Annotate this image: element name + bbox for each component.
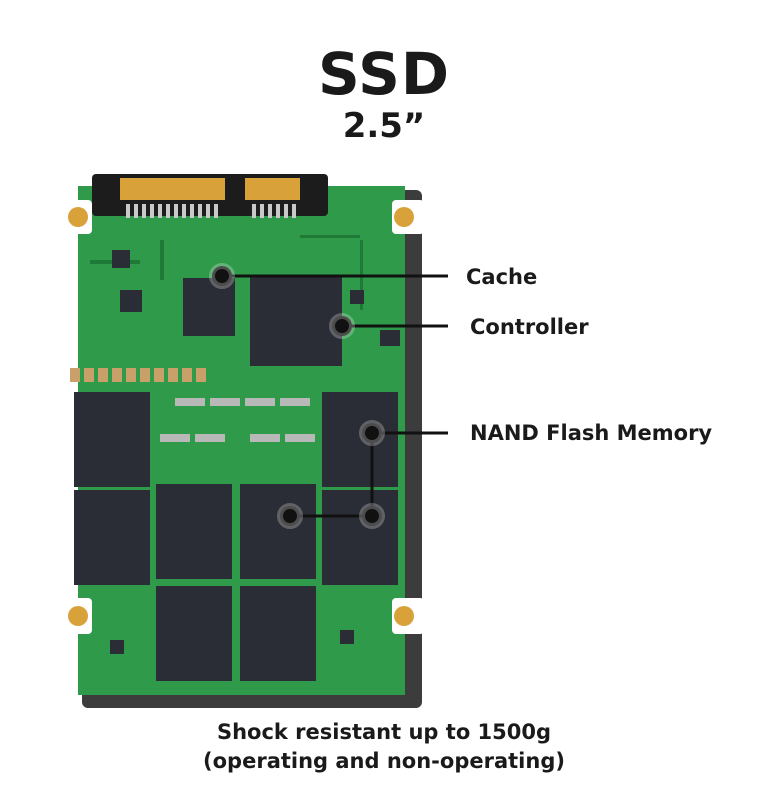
connector-power-pins <box>120 178 225 200</box>
nand-chip-5 <box>240 484 316 579</box>
nand-chips <box>74 392 398 681</box>
caption-line-1: Shock resistant up to 1500g <box>216 720 552 744</box>
connector-pin-row <box>126 204 296 218</box>
nand-chip-7 <box>156 586 232 681</box>
callout-dots <box>209 263 385 529</box>
cache-dot <box>209 263 235 289</box>
nand-chip-2 <box>322 392 398 487</box>
nand-dot-3 <box>277 503 303 529</box>
nand-chip-4 <box>156 484 232 579</box>
nand-chip-3 <box>74 490 150 585</box>
mount-pad-tl <box>68 207 88 227</box>
mount-pad-bl <box>68 606 88 626</box>
controller-chip <box>250 276 342 366</box>
nand-dot-2 <box>359 503 385 529</box>
mount-pad-tr <box>394 207 414 227</box>
nand-chip-8 <box>240 586 316 681</box>
nand-label: NAND Flash Memory <box>470 421 713 445</box>
page-subtitle: 2.5” <box>342 106 426 146</box>
cache-chip <box>183 278 235 336</box>
controller-dot <box>329 313 355 339</box>
caption-line-2: (operating and non-operating) <box>203 749 565 773</box>
passive-components <box>160 398 315 442</box>
page-title: SSD <box>317 40 451 108</box>
controller-label: Controller <box>470 315 589 339</box>
leader-lines <box>222 274 448 518</box>
small-ics <box>110 250 400 654</box>
cache-label: Cache <box>466 265 538 289</box>
nand-chip-6 <box>322 490 398 585</box>
nand-dot-1 <box>359 420 385 446</box>
mount-pad-br <box>394 606 414 626</box>
connector-data-pins <box>245 178 300 200</box>
nand-chip-1 <box>74 392 150 487</box>
smd-resistor-row <box>70 368 206 382</box>
